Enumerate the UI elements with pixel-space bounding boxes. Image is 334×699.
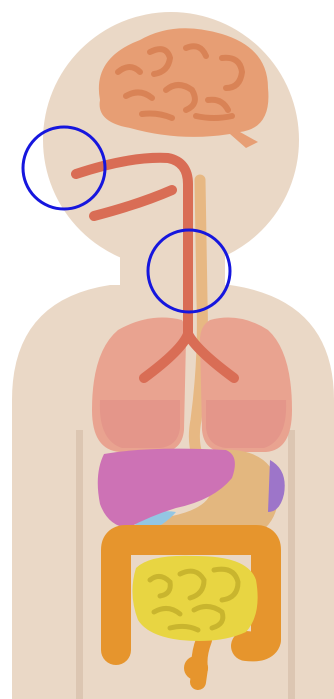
small-intestine-icon [132,556,257,641]
right-arm-line [288,430,295,699]
left-arm-line [76,430,83,699]
neck [120,215,225,295]
